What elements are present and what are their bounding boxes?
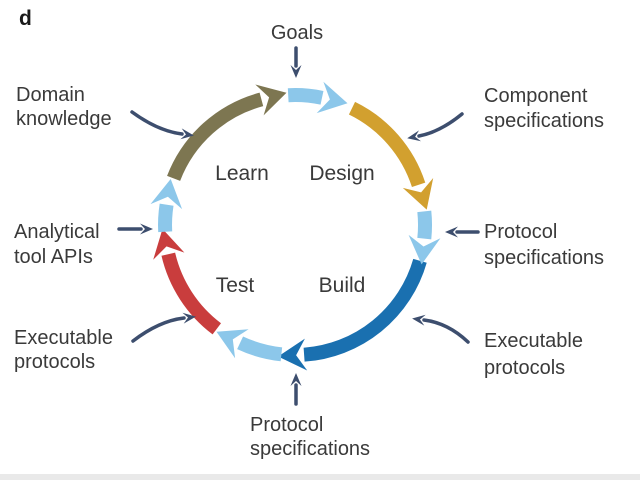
protocol-bottom-line2: specifications	[250, 438, 370, 460]
analytical-tool-apis-label: Analytical tool APIs	[14, 221, 100, 268]
domain-knowledge-label: Domain knowledge	[16, 84, 112, 130]
analytical-line1: Analytical	[14, 221, 100, 243]
component-line2: specifications	[484, 110, 604, 132]
component-line1: Component	[484, 85, 588, 107]
connector-arrow-bottom-head	[216, 329, 249, 359]
goals-label: Goals	[271, 22, 323, 44]
build-arc	[303, 258, 427, 362]
panel-letter: d	[19, 7, 32, 30]
cycle-arcs	[150, 81, 441, 371]
executable-protocols-right-label: Executable protocols	[484, 330, 583, 379]
executable-left-line1: Executable	[14, 327, 113, 349]
learn-arc-head	[255, 84, 287, 116]
connector-arrow-right-head	[408, 234, 441, 265]
phase-build-label: Build	[319, 274, 366, 297]
analytical-line2: tool APIs	[14, 246, 93, 268]
annotation-arrows	[117, 46, 480, 406]
component-specifications-arrow-head	[407, 130, 421, 142]
connector-arrow-left	[158, 203, 174, 233]
protocol-bottom-line1: Protocol	[250, 414, 323, 436]
executable-protocols-right-arrow-head	[412, 314, 426, 326]
figure-bottom-border	[0, 474, 640, 480]
connector-arrow-right	[417, 210, 433, 240]
design-arc	[348, 101, 426, 188]
protocol-specifications-right-arrow-head	[445, 226, 458, 238]
domain-knowledge-arrow	[130, 110, 184, 136]
component-specifications-arrow	[417, 112, 464, 138]
learn-arc	[167, 92, 264, 182]
executable-protocols-left-arrow	[131, 316, 186, 343]
executable-protocols-left-arrow-head	[182, 312, 196, 324]
connector-arrow-left-head	[150, 179, 183, 210]
test-arc	[161, 252, 222, 335]
test-arc-head	[153, 228, 185, 260]
connector-arrow-top	[287, 88, 324, 105]
build-arc-head	[278, 338, 308, 371]
protocol-right-line2: specifications	[484, 247, 604, 269]
component-specifications-label: Component specifications	[484, 85, 604, 132]
executable-right-line2: protocols	[484, 357, 565, 379]
executable-left-line2: protocols	[14, 351, 95, 373]
protocol-specifications-right-label: Protocol specifications	[484, 221, 604, 269]
connector-arrow-bottom	[237, 336, 283, 362]
protocol-specifications-bottom-label: Protocol specifications	[250, 414, 370, 460]
protocol-right-line1: Protocol	[484, 221, 557, 243]
phase-test-label: Test	[216, 274, 255, 297]
domain-knowledge-arrow-head	[180, 128, 194, 140]
phase-design-label: Design	[309, 162, 374, 185]
domain-knowledge-line2: knowledge	[16, 108, 112, 130]
phase-learn-label: Learn	[215, 162, 269, 185]
executable-protocols-right-arrow	[422, 318, 470, 344]
design-arc-head	[402, 178, 434, 210]
domain-knowledge-line1: Domain	[16, 84, 85, 106]
goals-arrow-head	[290, 65, 302, 78]
executable-right-line1: Executable	[484, 330, 583, 352]
protocol-specifications-bottom-arrow-head	[290, 373, 302, 386]
analytical-tool-apis-arrow-head	[140, 223, 153, 235]
executable-protocols-left-label: Executable protocols	[14, 327, 113, 373]
connector-arrow-top-head	[316, 81, 348, 114]
